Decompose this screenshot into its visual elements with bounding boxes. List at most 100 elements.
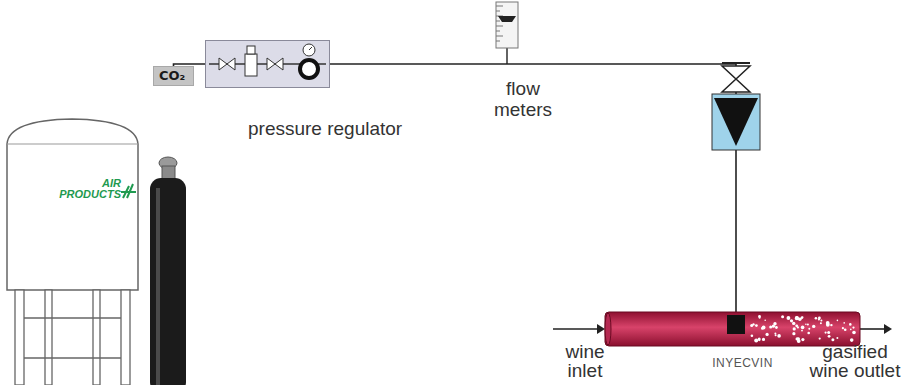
pressure-regulator: pressure regulator [205, 40, 330, 88]
gas-bubble [758, 315, 761, 318]
meter-float [498, 16, 516, 22]
gas-bubble [792, 322, 795, 325]
scale-tick [496, 21, 500, 22]
gas-pipe [330, 64, 488, 65]
gauge-needle [309, 47, 312, 50]
gas-bubble [792, 332, 795, 335]
scale-tick [496, 41, 500, 42]
part-label: flow meters [488, 78, 558, 120]
tank-body [7, 119, 138, 290]
scale-tick [496, 31, 500, 32]
gas-bubble [818, 318, 820, 320]
gas-tag: CO₂ [153, 66, 194, 86]
gas-bubble [815, 317, 818, 320]
gas-bubble [754, 338, 758, 342]
tank-seam [7, 144, 138, 145]
gas-bubble [793, 327, 796, 330]
regulator-drawing [205, 40, 330, 88]
brand-logo: AIR PRODUCTS [49, 178, 121, 200]
gas-bubble [769, 325, 772, 328]
meter-tube [496, 2, 518, 48]
tank-leg [15, 290, 24, 385]
gas-bubble [758, 339, 760, 341]
regulator-body [245, 54, 257, 76]
tank-leg [121, 290, 130, 385]
scale-tick [496, 26, 503, 27]
part-label: pressure regulator [248, 118, 402, 140]
meter-pipe [488, 63, 558, 65]
gas-bubble [836, 337, 838, 339]
tank-leg [45, 290, 52, 385]
diffuser-box [712, 94, 760, 150]
regulator-valve [267, 58, 283, 70]
gas-bubble [759, 317, 761, 319]
gas-bubble [828, 335, 831, 338]
gas-bubble [853, 332, 855, 334]
injector-tube: INYECVIN [605, 312, 860, 346]
cylinder-highlight [156, 188, 160, 385]
tube-end [605, 313, 611, 345]
gas-bubble [795, 316, 799, 320]
gas-bubble [774, 333, 776, 335]
gas-bubble [807, 324, 809, 326]
flow-label: wine inlet [556, 342, 614, 380]
meter-stem [506, 48, 507, 64]
gas-bubble [852, 327, 854, 329]
gas-bubble [830, 324, 832, 326]
valve-bar [722, 62, 750, 64]
gas-pipe [558, 64, 736, 312]
injector-head [727, 315, 745, 334]
gas-bubble [825, 332, 827, 334]
gas-bubble [849, 323, 852, 326]
gas-bubble [819, 338, 821, 340]
gas-bubble [827, 331, 830, 334]
gas-bubble [795, 324, 798, 327]
pressure-gauge [300, 60, 318, 78]
gas-bubble [805, 323, 807, 325]
gas-bubble [796, 337, 799, 340]
gas-bubble [826, 323, 830, 327]
gas-bubble [777, 334, 781, 338]
gas-bubble [762, 338, 765, 341]
gas-bubble [750, 324, 753, 327]
gas-bubble [852, 331, 856, 335]
gas-cylinder [150, 178, 186, 385]
gas-bubble [764, 320, 766, 322]
gas-bubble [843, 322, 845, 324]
regulator-knob [247, 46, 255, 54]
pressure-gauge [303, 44, 315, 56]
gas-bubble [787, 316, 791, 320]
scale-tick [496, 6, 503, 7]
gas-bubble [781, 315, 784, 318]
outlet-line [860, 328, 885, 330]
gas-bubble [844, 328, 847, 331]
regulator-panel [206, 41, 330, 88]
tube-body [605, 312, 860, 346]
logo-mark [121, 184, 136, 198]
gas-bubble [812, 325, 815, 328]
gas-bubble [790, 319, 793, 322]
tank-leg [93, 290, 100, 385]
diffuser-cone [714, 98, 758, 146]
gas-bubble [820, 319, 822, 321]
storage-tank: AIR PRODUCTS [5, 118, 140, 385]
gas-bubble [801, 326, 805, 330]
gas-label: CO₂ [154, 67, 193, 85]
gas-bubble [758, 337, 761, 340]
tank-drawing [5, 118, 140, 385]
gas-bubble [837, 320, 839, 322]
gas-bubble [801, 316, 803, 318]
pipe-line [330, 63, 488, 65]
gas-bubble [801, 338, 804, 341]
inlet-arrowhead [597, 324, 605, 334]
gas-bubble [773, 322, 776, 325]
valve-symbol [722, 66, 750, 92]
tank-strut [24, 357, 121, 358]
gas-bubble [755, 324, 758, 327]
scale-tick [496, 36, 503, 37]
flow-meter: flow meters [488, 0, 558, 130]
tube-drawing [605, 312, 860, 346]
regulator-valve [219, 58, 235, 70]
device-name: INYECVIN [700, 356, 785, 370]
